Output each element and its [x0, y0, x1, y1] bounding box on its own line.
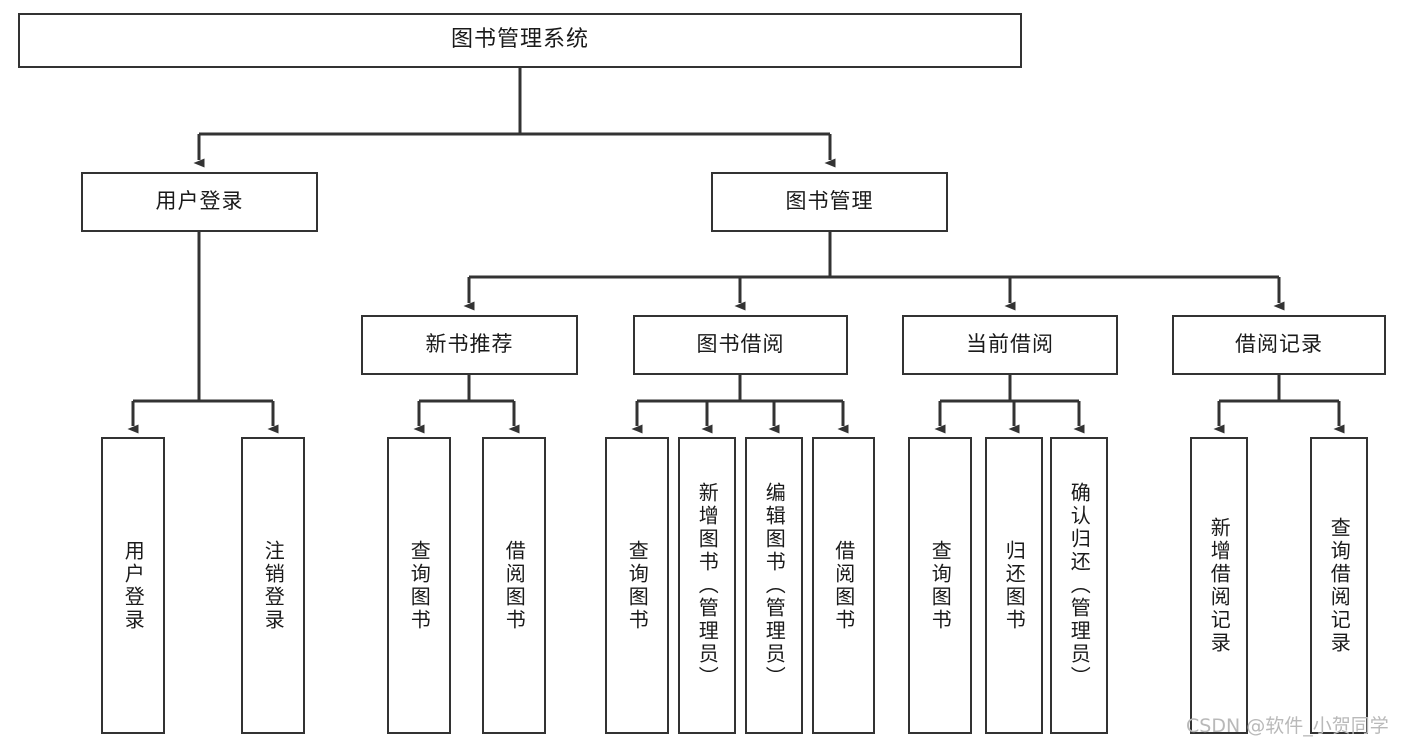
leaf-borrow-books[interactable]: 借阅图书	[812, 437, 875, 734]
leaf-edit-book-admin[interactable]: 编辑图书（管理员）	[745, 437, 803, 734]
leaf-query-borrow-record-label: 查询借阅记录	[1327, 516, 1352, 655]
node-current-borrow[interactable]: 当前借阅	[902, 315, 1118, 375]
leaf-borrow-books-recommend-label: 借阅图书	[502, 539, 527, 632]
node-new-book-recommend[interactable]: 新书推荐	[361, 315, 578, 375]
leaf-edit-book-admin-label: 编辑图书（管理员）	[762, 482, 787, 689]
leaf-return-books-label: 归还图书	[1002, 539, 1027, 632]
node-book-management-label: 图书管理	[785, 189, 874, 214]
node-borrow-record[interactable]: 借阅记录	[1172, 315, 1386, 375]
leaf-user-login[interactable]: 用户登录	[101, 437, 165, 734]
leaf-logout[interactable]: 注销登录	[241, 437, 305, 734]
node-user-login[interactable]: 用户登录	[81, 172, 318, 232]
leaf-confirm-return-admin-label: 确认归还（管理员）	[1067, 482, 1092, 689]
leaf-add-borrow-record-label: 新增借阅记录	[1207, 516, 1232, 655]
leaf-return-books[interactable]: 归还图书	[985, 437, 1043, 734]
node-book-borrow[interactable]: 图书借阅	[633, 315, 848, 375]
leaf-query-books-borrow[interactable]: 查询图书	[605, 437, 669, 734]
node-new-book-recommend-label: 新书推荐	[425, 332, 514, 357]
node-root[interactable]: 图书管理系统	[18, 13, 1022, 68]
leaf-query-books-recommend-label: 查询图书	[407, 539, 432, 632]
leaf-query-borrow-record[interactable]: 查询借阅记录	[1310, 437, 1368, 734]
leaf-borrow-books-label: 借阅图书	[831, 539, 856, 632]
leaf-borrow-books-recommend[interactable]: 借阅图书	[482, 437, 546, 734]
leaf-user-login-label: 用户登录	[121, 539, 146, 632]
node-borrow-record-label: 借阅记录	[1235, 332, 1323, 357]
leaf-add-book-admin[interactable]: 新增图书（管理员）	[678, 437, 736, 734]
leaf-query-books-borrow-label: 查询图书	[625, 539, 650, 632]
leaf-add-book-admin-label: 新增图书（管理员）	[695, 482, 720, 689]
node-user-login-label: 用户登录	[155, 189, 244, 214]
leaf-query-books-current-label: 查询图书	[928, 539, 953, 632]
node-book-management[interactable]: 图书管理	[711, 172, 948, 232]
leaf-query-books-current[interactable]: 查询图书	[908, 437, 972, 734]
leaf-logout-label: 注销登录	[261, 539, 286, 632]
node-book-borrow-label: 图书借阅	[696, 332, 785, 357]
leaf-confirm-return-admin[interactable]: 确认归还（管理员）	[1050, 437, 1108, 734]
leaf-add-borrow-record[interactable]: 新增借阅记录	[1190, 437, 1248, 734]
leaf-query-books-recommend[interactable]: 查询图书	[387, 437, 451, 734]
node-current-borrow-label: 当前借阅	[966, 332, 1054, 357]
node-root-label: 图书管理系统	[450, 27, 589, 53]
watermark: CSDN @软件_小贺同学	[1186, 715, 1389, 737]
